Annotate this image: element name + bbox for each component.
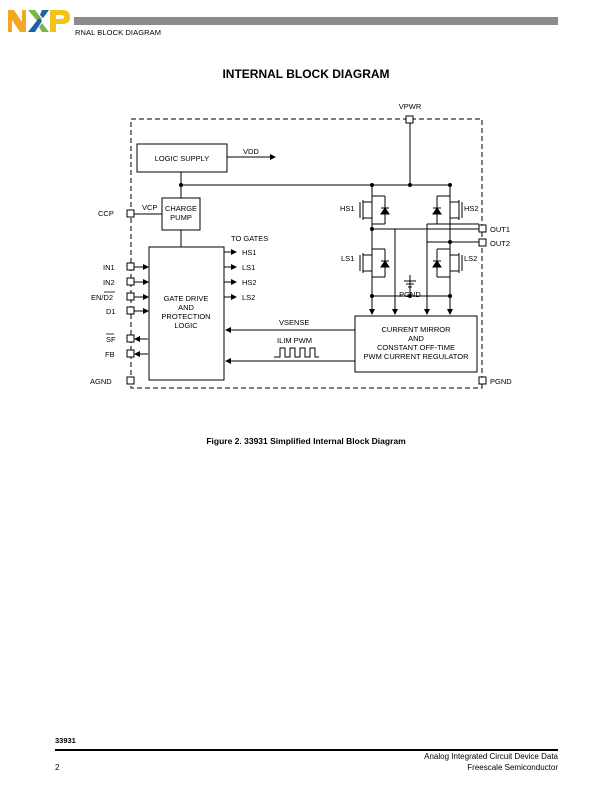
figure-caption: Figure 2. 33931 Simplified Internal Bloc… [206,436,406,446]
hs2-transistor-label: HS2 [464,204,479,213]
current-mirror-label-1: CURRENT MIRROR [381,325,451,334]
out2-pin [478,238,487,247]
vpwr-label: VPWR [399,102,422,111]
ccp-pin [126,209,135,218]
en-d2-label: EN/D2 [91,293,113,302]
current-mirror-label-3: CONSTANT OFF-TIME [377,343,455,352]
vpwr-pin [405,115,414,124]
d1-pin [126,306,135,315]
en-d2-pin [126,292,135,301]
hs1-transistor-label: HS1 [340,204,355,213]
nxp-logo [8,10,70,32]
current-mirror-block [354,315,478,373]
ls1-transistor [359,248,390,278]
ccp-label: CCP [98,209,114,218]
d1-label: D1 [106,307,116,316]
gate-drive-label-4: LOGIC [174,321,198,330]
charge-pump-label-1: CHARGE [165,204,197,213]
page-title: INTERNAL BLOCK DIAGRAM [222,67,390,81]
sf-pin [126,334,135,343]
in2-label: IN2 [103,278,115,287]
current-mirror-label-2: AND [408,334,424,343]
ls2-transistor [432,248,463,278]
footer-page-number: 2 [55,763,60,772]
agnd-pin [126,376,135,385]
gate-hs2-label: HS2 [242,278,257,287]
gate-ls2-label: LS2 [242,293,255,302]
ilim-pwm-label: ILIM PWM [277,336,312,345]
vsense-label: VSENSE [279,318,309,327]
out1-label: OUT1 [490,225,510,234]
footer-company: Freescale Semiconductor [467,763,558,772]
ls1-transistor-label: LS1 [341,254,354,263]
in1-label: IN1 [103,263,115,272]
pgnd-label: PGND [490,377,512,386]
gate-drive-label-1: GATE DRIVE [164,294,209,303]
in1-pin [126,262,135,271]
pwm-waveform [274,347,319,358]
to-gates-label: TO GATES [231,234,268,243]
header-section-label: RNAL BLOCK DIAGRAM [75,28,162,37]
gate-drive-label-3: PROTECTION [161,312,210,321]
hs1-transistor [359,195,390,225]
in2-pin [126,277,135,286]
footer-part-number: 33931 [55,736,76,745]
logic-supply-block [136,143,228,173]
gate-ls1-label: LS1 [242,263,255,272]
gate-drive-label-2: AND [178,303,194,312]
pgnd-internal-label: PGND [399,290,421,299]
out2-label: OUT2 [490,239,510,248]
charge-pump-label-2: PUMP [170,213,192,222]
gate-hs1-label: HS1 [242,248,257,257]
current-mirror-label-4: PWM CURRENT REGULATOR [363,352,469,361]
sf-label: SF [106,335,116,344]
package-outline [130,118,483,389]
vdd-label: VDD [243,147,259,156]
pgnd-pin [478,376,487,385]
header-bar [74,17,558,25]
vcp-label: VCP [142,203,157,212]
fb-pin [126,349,135,358]
logic-supply-label: LOGIC SUPPLY [155,154,209,163]
out1-pin [478,224,487,233]
hs2-transistor [432,195,463,225]
gate-drive-block [148,246,225,381]
fb-label: FB [105,350,115,359]
ls2-transistor-label: LS2 [464,254,477,263]
footer-rule [55,749,558,751]
footer-doc-type: Analog Integrated Circuit Device Data [424,752,558,761]
agnd-label: AGND [90,377,112,386]
